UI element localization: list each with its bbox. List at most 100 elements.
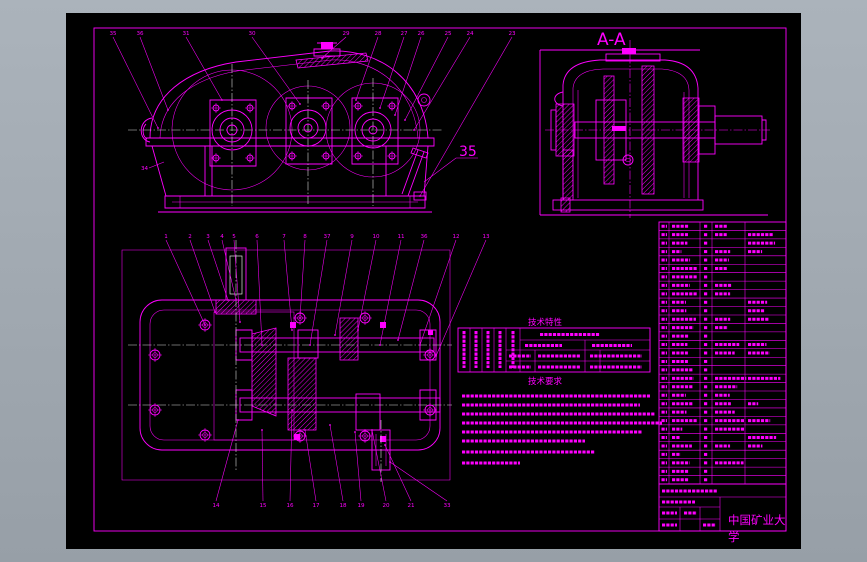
leader-dot <box>379 344 381 346</box>
leader-dot <box>334 334 336 336</box>
section-vent <box>622 48 636 54</box>
part-number-label: 19 <box>357 503 365 509</box>
section-frame-lines <box>539 49 768 216</box>
leader-dot <box>237 419 239 421</box>
leader-line <box>334 239 353 336</box>
bearing-circle <box>219 117 245 143</box>
leader-dot <box>239 321 241 323</box>
section-oil-indicator-inner <box>624 158 632 162</box>
leader-dot <box>321 57 323 59</box>
section-right-bearing <box>682 97 700 163</box>
part-number-label: 11 <box>397 234 405 240</box>
leader-line <box>404 36 449 121</box>
leader-line <box>321 36 347 59</box>
plan-centerlines <box>128 240 452 482</box>
part-number-label: 20 <box>382 503 390 509</box>
leader-line <box>419 239 457 346</box>
tech-requirements-title: 技术要求 <box>528 376 563 387</box>
leader-dot <box>419 344 421 346</box>
part-number-label: 35 <box>109 31 117 37</box>
part-number-label: 29 <box>342 31 350 37</box>
part-number-label: 24 <box>466 31 474 37</box>
front-centerlines <box>128 64 442 206</box>
leader-line <box>112 36 159 129</box>
part-number-label: 2 <box>188 234 192 240</box>
leader-dot <box>355 99 357 101</box>
title-block: 中国矿业大 学 <box>658 483 787 544</box>
part-number-label: 10 <box>372 234 380 240</box>
section-shaft-end <box>762 119 767 141</box>
leader-dot <box>261 344 263 346</box>
section-housing-outer <box>562 59 699 200</box>
bolt-cross <box>423 403 437 417</box>
side-part-label: 34 <box>141 166 149 172</box>
leader-line <box>261 429 264 502</box>
bolt-cross <box>358 429 372 443</box>
parts-list-columns <box>668 222 746 484</box>
part-number-label: 8 <box>303 234 307 240</box>
plan-housing-outline <box>139 299 441 451</box>
section-label: A-A <box>597 30 626 50</box>
part-number-label: 3 <box>206 234 210 240</box>
bolt-cross <box>293 429 307 443</box>
plan-low-speed-gear <box>287 357 317 431</box>
leader-line <box>189 239 216 313</box>
bearing-circle <box>226 124 238 136</box>
bearing-circle <box>361 118 385 142</box>
section-left-flange <box>550 109 557 151</box>
lifting-ring-outer <box>417 93 431 107</box>
leader-line <box>251 36 301 105</box>
leader-line <box>207 239 229 301</box>
part-number-label: 5 <box>232 234 236 240</box>
bearing-circle <box>354 111 392 149</box>
front-bearing-details <box>211 101 397 163</box>
part-number-label: 21 <box>407 503 415 509</box>
bolt-cross <box>353 101 363 111</box>
leader-line <box>397 239 425 341</box>
leader-dot <box>404 119 406 121</box>
bolt-cross <box>211 103 221 113</box>
leader-line <box>289 409 293 502</box>
school-name-line2: 学 <box>728 530 740 544</box>
leader-line <box>283 239 293 331</box>
bolt-cross <box>321 101 331 111</box>
part-number-label: 27 <box>400 31 408 37</box>
side-part-leader <box>148 161 165 169</box>
leader-line <box>309 239 328 346</box>
part-number-label: 7 <box>282 234 286 240</box>
bolt-cross <box>245 153 255 163</box>
bolt-cross <box>321 151 331 161</box>
part-number-label: 18 <box>339 503 347 509</box>
plan-base-outline <box>121 249 451 481</box>
leader-dot <box>227 299 229 301</box>
leader-line <box>394 36 422 116</box>
part-number-label: 14 <box>212 503 220 509</box>
leader-line <box>355 36 379 101</box>
leader-line <box>329 424 344 502</box>
leader-line <box>299 239 306 319</box>
section-left-bearing-cover <box>555 103 575 157</box>
tech-characteristics-title: 技术特性 <box>528 317 563 328</box>
leader-line <box>371 429 387 502</box>
part-number-label: 9 <box>350 234 354 240</box>
leader-dot <box>371 429 373 431</box>
leader-dot <box>413 129 415 131</box>
bolt-cross <box>148 348 162 362</box>
leader-line <box>435 239 487 357</box>
leader-line <box>221 239 237 301</box>
leader-line <box>379 36 405 109</box>
part-number-label: 28 <box>374 31 382 37</box>
part-number-label: 16 <box>286 503 294 509</box>
tech-table-grid <box>469 328 650 372</box>
title-block-grid <box>659 496 786 531</box>
plan-view <box>121 240 452 482</box>
leader-line <box>384 444 412 502</box>
bolt-cross <box>245 103 255 113</box>
plan-output-gear <box>355 393 381 431</box>
leader-dot <box>204 324 206 326</box>
tech-characteristics-table: 技术特性 <box>457 317 651 373</box>
leader-line <box>413 36 471 131</box>
part-number-label: 4 <box>220 234 224 240</box>
